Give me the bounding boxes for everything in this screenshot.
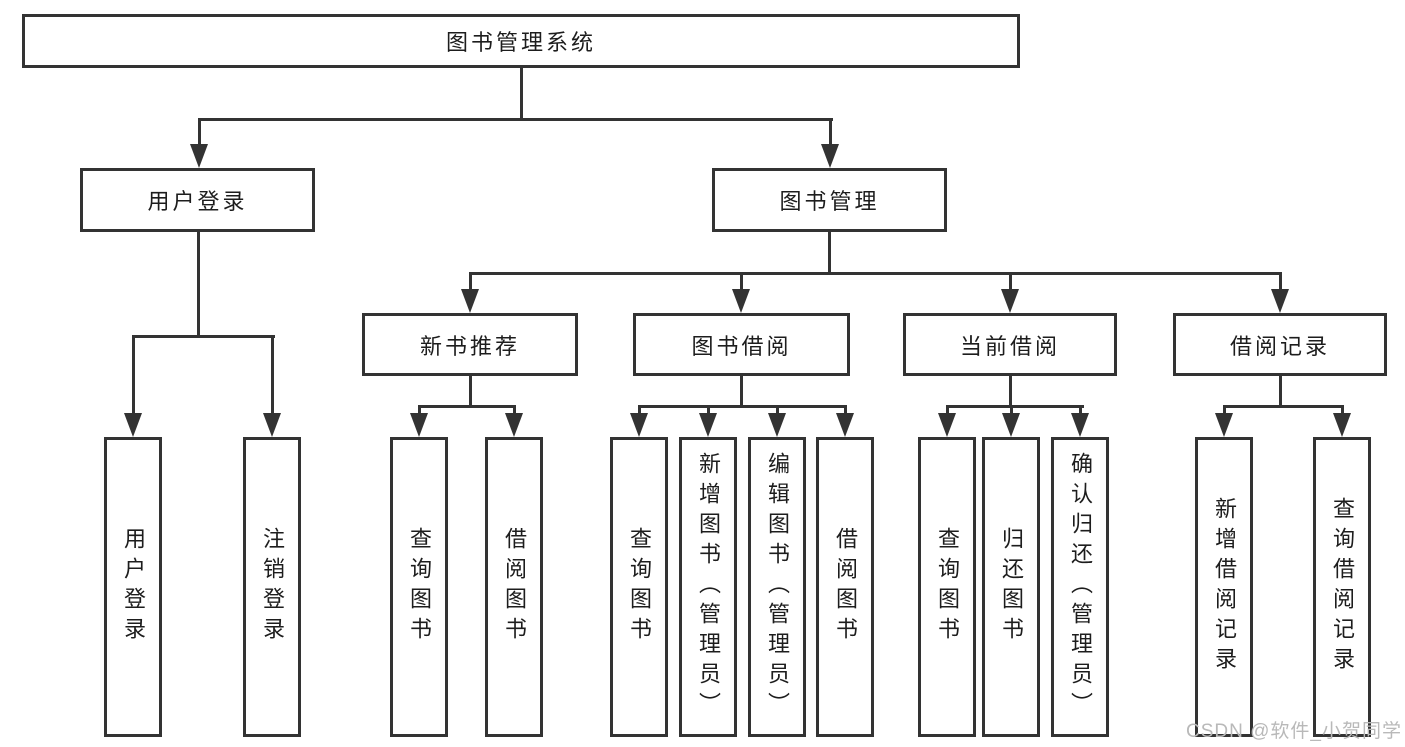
node-book-management: 图书管理 <box>712 168 947 232</box>
node-user-login: 用户登录 <box>80 168 315 232</box>
connector-line <box>1008 375 1012 408</box>
arrow-down-icon <box>768 413 786 437</box>
leaf-records-query-record: 查询借阅记录 <box>1313 437 1371 737</box>
leaf-borrowing-borrow-books: 借阅图书 <box>816 437 874 737</box>
leaf-borrowing-add-books-admin: 新增图书（管理员） <box>679 437 737 737</box>
leaf-current-query-books: 查询图书 <box>918 437 976 737</box>
arrow-down-icon <box>1215 413 1233 437</box>
arrow-down-icon <box>630 413 648 437</box>
node-library-system: 图书管理系统 <box>22 14 1020 68</box>
leaf-newbook-query-books-label: 查询图书 <box>407 527 432 647</box>
connector-line <box>1340 405 1344 417</box>
connector-line <box>197 118 201 148</box>
arrow-down-icon <box>732 289 750 313</box>
arrow-down-icon <box>938 413 956 437</box>
connector-line <box>417 405 421 417</box>
connector-line <box>843 405 847 417</box>
leaf-current-return-books-label: 归还图书 <box>999 527 1024 647</box>
leaf-current-query-books-label: 查询图书 <box>935 527 960 647</box>
leaf-borrowing-edit-books-admin-label: 编辑图书（管理员） <box>765 452 790 722</box>
node-new-book-recommend-label: 新书推荐 <box>419 333 520 359</box>
connector-line <box>945 405 1084 408</box>
arrow-down-icon <box>190 144 208 168</box>
connector-line <box>469 375 472 408</box>
arrow-down-icon <box>505 413 523 437</box>
node-new-book-recommend: 新书推荐 <box>362 313 578 376</box>
connector-line <box>1009 405 1013 417</box>
connector-line <box>828 118 832 148</box>
csdn-watermark: CSDN @软件_小贺同学 <box>1186 721 1402 742</box>
connector-line <box>417 405 516 408</box>
arrow-down-icon <box>263 413 281 437</box>
leaf-newbook-borrow-books-label: 借阅图书 <box>502 527 527 647</box>
arrow-down-icon <box>461 289 479 313</box>
leaf-newbook-query-books: 查询图书 <box>390 437 448 737</box>
connector-line <box>519 68 523 118</box>
connector-line <box>196 232 200 338</box>
leaf-borrowing-add-books-admin-label: 新增图书（管理员） <box>696 452 721 722</box>
node-borrowing-records: 借阅记录 <box>1173 313 1387 376</box>
arrow-down-icon <box>836 413 854 437</box>
node-book-borrowing-label: 图书借阅 <box>691 333 792 359</box>
connector-line <box>1222 405 1344 408</box>
connector-line <box>131 335 135 417</box>
arrow-down-icon <box>1071 413 1089 437</box>
leaf-borrowing-edit-books-admin: 编辑图书（管理员） <box>748 437 806 737</box>
leaf-borrowing-borrow-books-label: 借阅图书 <box>833 527 858 647</box>
arrow-down-icon <box>410 413 428 437</box>
connector-line <box>131 335 275 338</box>
arrow-down-icon <box>1002 413 1020 437</box>
leaf-records-add-record-label: 新增借阅记录 <box>1212 497 1237 677</box>
leaf-records-query-record-label: 查询借阅记录 <box>1330 497 1355 677</box>
leaf-borrowing-query-books-label: 查询图书 <box>627 527 652 647</box>
connector-line <box>198 118 833 121</box>
leaf-logout-login-label: 注销登录 <box>260 527 285 647</box>
leaf-user-login-label: 用户登录 <box>121 527 146 647</box>
connector-line <box>775 405 779 417</box>
connector-line <box>468 272 472 293</box>
arrow-down-icon <box>1271 289 1289 313</box>
arrow-down-icon <box>1333 413 1351 437</box>
connector-line <box>1078 405 1082 417</box>
node-user-login-label: 用户登录 <box>147 189 248 214</box>
node-current-borrowing-label: 当前借阅 <box>959 333 1060 359</box>
leaf-current-confirm-return-admin: 确认归还（管理员） <box>1051 437 1109 737</box>
node-library-system-label: 图书管理系统 <box>445 30 596 55</box>
connector-line <box>828 232 831 275</box>
node-book-borrowing: 图书借阅 <box>633 313 850 376</box>
connector-line <box>706 405 710 417</box>
connector-line <box>1008 272 1012 293</box>
leaf-current-confirm-return-admin-label: 确认归还（管理员） <box>1068 452 1093 722</box>
arrow-down-icon <box>821 144 839 168</box>
connector-line <box>512 405 516 417</box>
arrow-down-icon <box>1001 289 1019 313</box>
connector-line <box>637 405 847 408</box>
connector-line <box>1278 375 1282 408</box>
leaf-logout-login: 注销登录 <box>243 437 301 737</box>
node-borrowing-records-label: 借阅记录 <box>1229 333 1330 359</box>
connector-line <box>945 405 949 417</box>
leaf-records-add-record: 新增借阅记录 <box>1195 437 1253 737</box>
connector-line <box>1278 272 1282 293</box>
node-current-borrowing: 当前借阅 <box>903 313 1117 376</box>
connector-line <box>637 405 641 417</box>
connector-line <box>468 272 1282 275</box>
node-book-management-label: 图书管理 <box>779 189 880 214</box>
leaf-newbook-borrow-books: 借阅图书 <box>485 437 543 737</box>
leaf-current-return-books: 归还图书 <box>982 437 1040 737</box>
connector-line <box>740 375 743 408</box>
connector-line <box>1222 405 1226 417</box>
leaf-user-login: 用户登录 <box>104 437 162 737</box>
arrow-down-icon <box>699 413 717 437</box>
arrow-down-icon <box>124 413 142 437</box>
connector-line <box>270 335 274 417</box>
leaf-borrowing-query-books: 查询图书 <box>610 437 668 737</box>
connector-line <box>739 272 743 293</box>
